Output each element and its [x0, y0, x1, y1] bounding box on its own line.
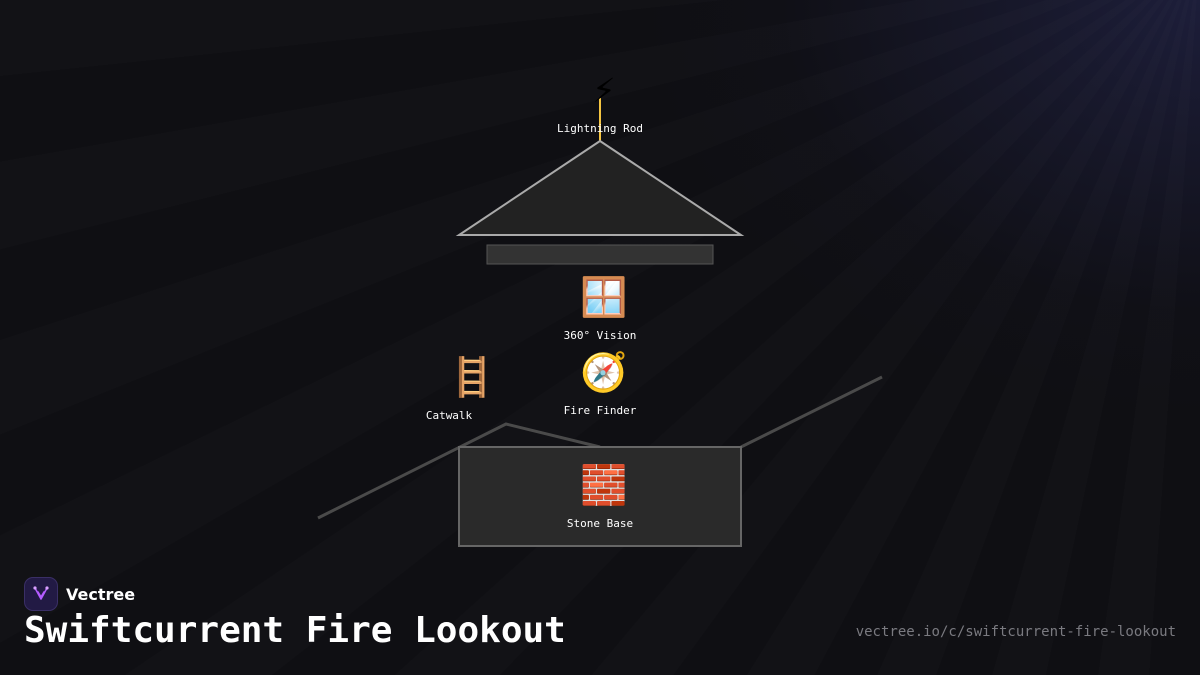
- vision-label: 360° Vision: [563, 329, 637, 342]
- stone-base-label: Stone Base: [566, 517, 634, 530]
- ladder-icon: 🪜: [448, 355, 496, 399]
- brand: Vectree: [24, 577, 135, 611]
- brand-name: Vectree: [66, 584, 136, 604]
- compass-icon: 🧭: [580, 350, 628, 394]
- lightning-rod-label: Lightning Rod: [556, 122, 644, 135]
- roof: [455, 139, 745, 236]
- fire-finder-label: Fire Finder: [563, 404, 637, 417]
- window-icon: 🪟: [580, 275, 628, 319]
- vectree-logo-icon: [24, 577, 58, 611]
- ridge-line-left: [317, 422, 601, 520]
- catwalk-label: Catwalk: [425, 409, 473, 422]
- page-title: Swiftcurrent Fire Lookout: [24, 610, 566, 651]
- lightning-bolt-icon: ⚡: [592, 67, 616, 111]
- stone-base: [458, 446, 742, 547]
- cab-band: [486, 244, 714, 265]
- ridge-line-right: [740, 375, 883, 449]
- page-url[interactable]: vectree.io/c/swiftcurrent-fire-lookout: [855, 624, 1176, 640]
- brick-icon: 🧱: [580, 463, 628, 507]
